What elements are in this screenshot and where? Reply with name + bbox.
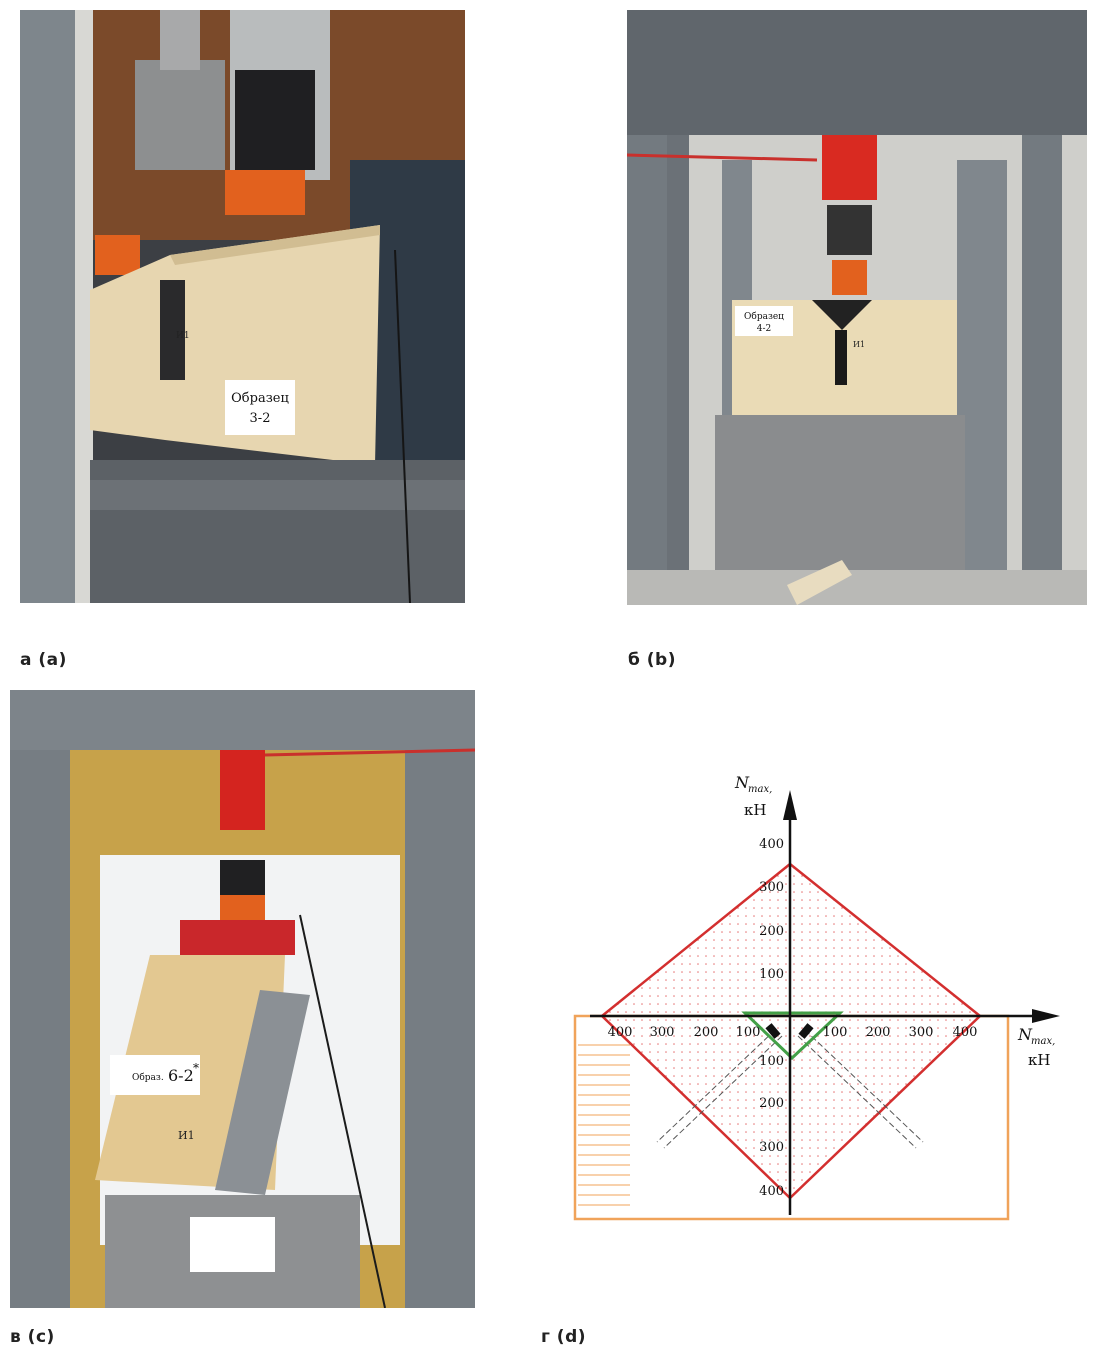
inner-envelope bbox=[741, 1011, 844, 1061]
sensor-tag-c: И1 bbox=[178, 1129, 195, 1142]
specimen-label-a-line1: Образец bbox=[231, 391, 289, 406]
diagonal-members bbox=[656, 1029, 924, 1149]
y-tick-up-300: 300 bbox=[759, 880, 784, 895]
y-axis-unit: кН bbox=[744, 801, 766, 819]
specimen-label-b-line2: 4-2 bbox=[757, 324, 772, 334]
caption-b: б (b) bbox=[628, 650, 676, 670]
x-tick-right-200: 200 bbox=[866, 1025, 891, 1040]
y-tick-up-200: 200 bbox=[759, 924, 784, 939]
y-axis-arrow bbox=[783, 790, 797, 820]
sensor-tag-b: И1 bbox=[853, 340, 865, 349]
x-tick-left-200: 200 bbox=[694, 1025, 719, 1040]
y-ticks-negative: 100 200 300 400 bbox=[759, 1054, 784, 1199]
specimen-label-c-number: 6-2 bbox=[168, 1066, 194, 1085]
specimen-label-b-line1: Образец bbox=[744, 311, 784, 322]
x-tick-left-400: 400 bbox=[608, 1025, 633, 1040]
specimen-label-a-line2: 3-2 bbox=[250, 411, 271, 426]
y-tick-up-100: 100 bbox=[759, 967, 784, 982]
photo-c-test-specimen-6-2: Образ. 6-2 * И1 bbox=[10, 690, 475, 1308]
photo-a-test-specimen-3-2: Образец 3-2 И1 bbox=[20, 10, 465, 603]
caption-d: г (d) bbox=[541, 1327, 587, 1347]
y-tick-down-300: 300 bbox=[759, 1140, 784, 1155]
x-tick-left-100: 100 bbox=[736, 1025, 761, 1040]
specimen-label-c-mark: * bbox=[193, 1061, 199, 1075]
y-axis-label: N bbox=[734, 773, 750, 792]
photo-b-test-specimen-4-2: Образец 4-2 И1 bbox=[627, 10, 1087, 605]
x-tick-right-100: 100 bbox=[823, 1025, 848, 1040]
x-axis-sub: max, bbox=[1031, 1036, 1055, 1047]
x-ticks-negative: 400 300 200 100 bbox=[608, 1025, 761, 1040]
y-tick-down-400: 400 bbox=[759, 1184, 784, 1199]
y-ticks-positive: 100 200 300 400 bbox=[759, 837, 784, 982]
frame-hatching bbox=[578, 1044, 630, 1206]
x-ticks-positive: 100 200 300 400 bbox=[823, 1025, 978, 1040]
x-tick-right-400: 400 bbox=[953, 1025, 978, 1040]
y-tick-down-200: 200 bbox=[759, 1096, 784, 1111]
interaction-diagram: N max, кН N max, кН 100 200 300 400 100 … bbox=[573, 773, 1060, 1221]
specimen-label-c-prefix: Образ. bbox=[132, 1072, 164, 1083]
y-tick-down-100: 100 bbox=[759, 1054, 784, 1069]
connector-left bbox=[765, 1023, 781, 1039]
y-axis-sub: max, bbox=[748, 784, 772, 795]
x-tick-right-300: 300 bbox=[909, 1025, 934, 1040]
y-tick-up-400: 400 bbox=[759, 837, 784, 852]
caption-a: а (a) bbox=[20, 650, 67, 670]
connector-right bbox=[798, 1023, 814, 1039]
x-tick-left-300: 300 bbox=[650, 1025, 675, 1040]
x-axis-arrow bbox=[1032, 1009, 1060, 1023]
caption-c: в (c) bbox=[10, 1327, 55, 1347]
sensor-tag-a: И1 bbox=[176, 331, 190, 341]
x-axis-label: N bbox=[1017, 1025, 1033, 1044]
x-axis-unit: кН bbox=[1028, 1051, 1050, 1069]
